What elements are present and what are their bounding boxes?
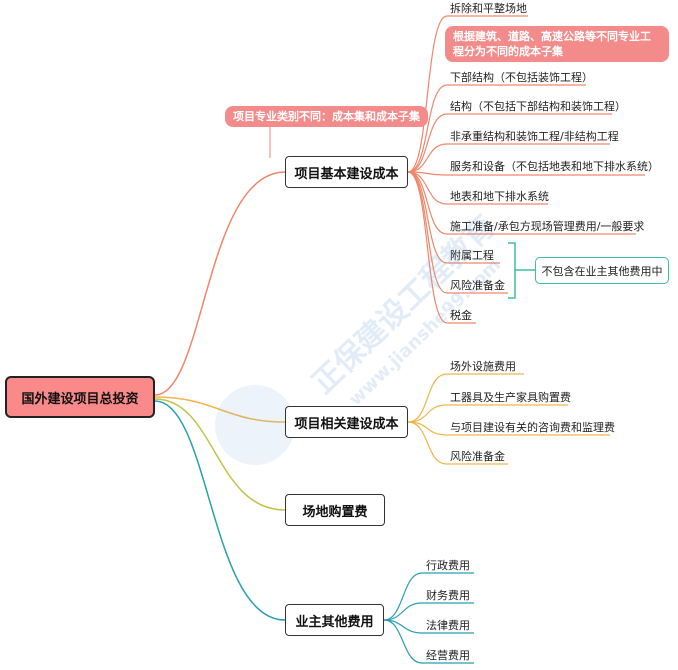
related-item-0: 场外设施费用 <box>450 360 516 373</box>
basic-item-8: 风险准备金 <box>450 279 505 292</box>
branch-basic: 项目基本建设成本 <box>285 156 408 188</box>
branch-owner: 业主其他费用 <box>285 604 384 636</box>
link-root-related <box>154 396 286 423</box>
links-related-items <box>407 373 610 465</box>
related-item-2: 与项目建设有关的咨询费和监理费 <box>450 421 615 434</box>
links-owner-items <box>383 572 474 664</box>
link-root-land <box>154 398 286 511</box>
basic-item-4: 服务和设备（不包括地表和地下排水系统） <box>450 160 659 173</box>
basic-item-9: 税金 <box>450 309 472 322</box>
owner-item-2: 法律费用 <box>426 619 470 632</box>
links-basic-items <box>407 15 645 324</box>
basic-item-7: 附属工程 <box>450 249 494 262</box>
watermark-logo <box>215 385 295 465</box>
root-node: 国外建设项目总投资 <box>5 376 155 418</box>
basic-item-1: 下部结构（不包括装饰工程） <box>450 71 593 84</box>
basic-item-5: 地表和地下排水系统 <box>450 190 549 203</box>
owner-item-1: 财务费用 <box>426 589 470 602</box>
related-item-1: 工器具及生产家具购置费 <box>450 391 571 404</box>
exclusion-note: 不包含在业主其他费用中 <box>535 257 669 284</box>
basic-item-6: 施工准备/承包方现场管理费用/一般要求 <box>450 220 645 233</box>
basic-item-3: 非承重结构和装饰工程/非结构工程 <box>450 130 619 143</box>
branch-land: 场地购置费 <box>285 494 385 526</box>
link-root-owner <box>154 400 286 621</box>
branch-related: 项目相关建设成本 <box>285 406 408 438</box>
owner-item-3: 经营费用 <box>426 649 470 662</box>
basic-subset-tag: 根据建筑、道路、高速公路等不同专业工程分为不同的成本子集 <box>445 26 669 62</box>
basic-item-0: 拆除和平整场地 <box>450 2 527 15</box>
basic-category-tag: 项目专业类别不同：成本集和成本子集 <box>225 106 428 127</box>
related-item-3: 风险准备金 <box>450 450 505 463</box>
bracket <box>508 242 535 299</box>
owner-item-0: 行政费用 <box>426 559 470 572</box>
link-root-basic <box>154 171 286 396</box>
basic-item-2: 结构（不包括下部结构和装饰工程） <box>450 100 626 113</box>
